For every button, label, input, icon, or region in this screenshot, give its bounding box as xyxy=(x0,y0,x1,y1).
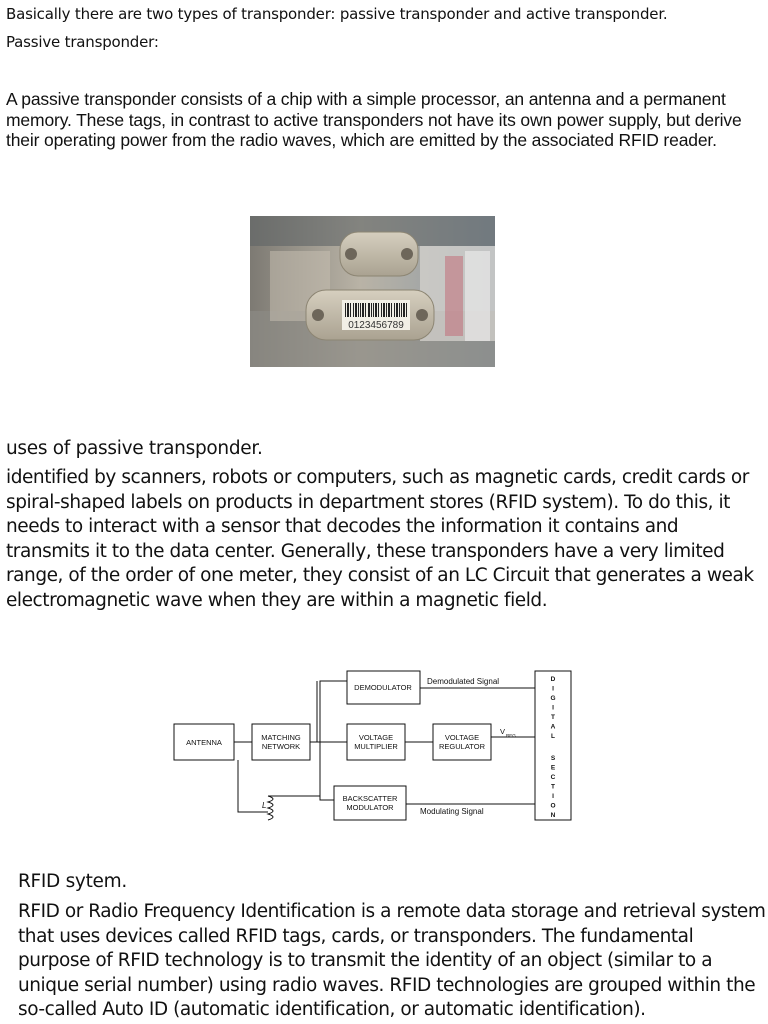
matching-label-2: NETWORK xyxy=(262,742,300,751)
voltage-regulator-label-2: REGULATOR xyxy=(439,742,486,751)
digital-letter: D xyxy=(551,676,556,683)
section-letter: T xyxy=(551,784,555,791)
digital-letter: I xyxy=(552,686,554,693)
rfid-block-diagram: ANTENNA MATCHING NETWORK DEMODULATOR VOL… xyxy=(170,664,580,824)
voltage-multiplier-label-2: MULTIPLIER xyxy=(354,742,398,751)
rfid-paragraph: RFID or Radio Frequency Identification i… xyxy=(18,901,766,1020)
section-letter: N xyxy=(551,812,556,819)
digital-section-box xyxy=(534,670,572,821)
barcode xyxy=(345,303,407,317)
block-diagram-svg: ANTENNA MATCHING NETWORK DEMODULATOR VOL… xyxy=(173,670,572,821)
backscatter-modulator-box xyxy=(333,785,407,821)
section-letter: C xyxy=(551,774,556,781)
intro-line: Basically there are two types of transpo… xyxy=(6,5,668,23)
voltage-multiplier-label-1: VOLTAGE xyxy=(359,733,393,742)
digital-letter: I xyxy=(552,705,554,712)
section-letter: E xyxy=(551,765,556,772)
demodulator-label: DEMODULATOR xyxy=(354,683,412,692)
digital-letter: G xyxy=(550,695,555,702)
backscatter-label-1: BACKSCATTER xyxy=(343,794,398,803)
demodulated-signal-label: Demodulated Signal xyxy=(427,677,499,686)
section-letter: O xyxy=(550,803,555,810)
voltage-regulator-label-1: VOLTAGE xyxy=(445,733,479,742)
passive-paragraph: A passive transponder consists of a chip… xyxy=(6,89,742,150)
vreg-subscript: REG xyxy=(506,733,516,738)
inductor-label: L xyxy=(262,801,266,810)
vreg-label: V xyxy=(500,727,505,736)
digital-letter: L xyxy=(551,733,555,740)
uses-paragraph: identified by scanners, robots or comput… xyxy=(6,467,754,611)
digital-letter: T xyxy=(551,714,555,721)
section-letter: I xyxy=(552,793,554,800)
section-letter: S xyxy=(551,755,556,762)
antenna-label: ANTENNA xyxy=(186,738,222,747)
matching-label-1: MATCHING xyxy=(261,733,301,742)
passive-heading: Passive transponder: xyxy=(6,33,159,51)
backscatter-label-2: MODULATOR xyxy=(346,803,394,812)
modulating-signal-label: Modulating Signal xyxy=(420,807,484,816)
rfid-tag-photo: 0123456789 xyxy=(250,216,495,367)
digital-letter: A xyxy=(551,724,556,731)
tag-serial-number: 0123456789 xyxy=(348,320,404,331)
uses-heading: uses of passive transponder. xyxy=(6,438,263,459)
rfid-heading: RFID sytem. xyxy=(18,871,127,892)
rfid-tag-illustration: 0123456789 xyxy=(250,216,495,367)
